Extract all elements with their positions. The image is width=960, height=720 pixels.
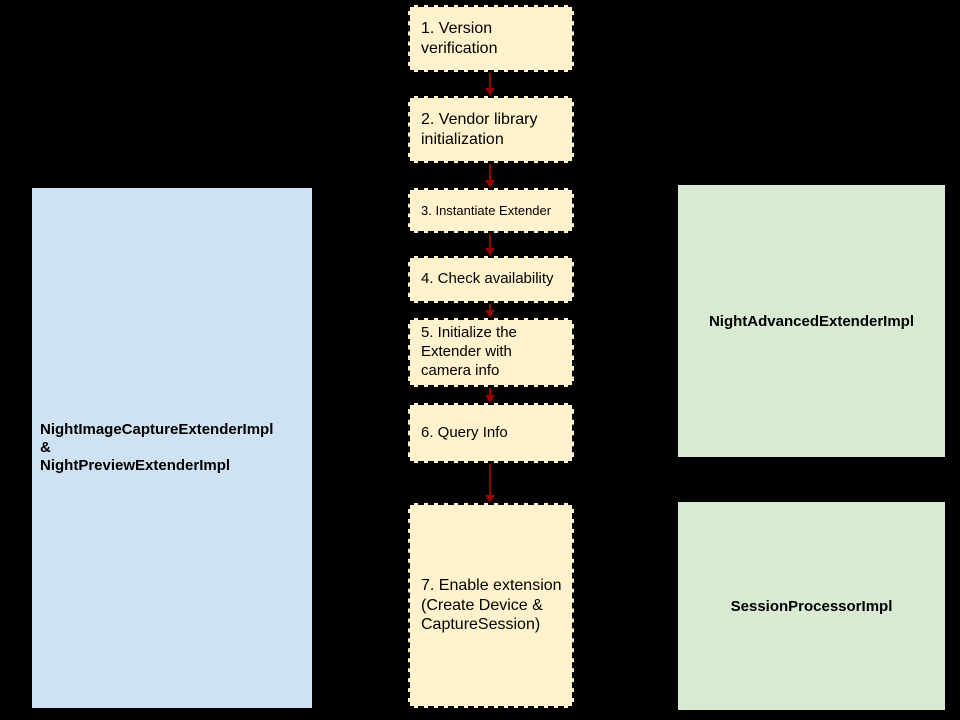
flow-arrow-3-4	[485, 234, 495, 256]
flow-arrow-1-2	[485, 73, 495, 96]
step-label: 1. Version verification	[421, 19, 498, 57]
step-label: 2. Vendor library initialization	[421, 110, 538, 148]
step-box-enable-extension: 7. Enable extension (Create Device & Cap…	[408, 503, 574, 708]
night-advanced-extender-label: NightAdvancedExtenderImpl	[708, 312, 915, 330]
step-box-vendor-library-initialization: 2. Vendor library initialization	[408, 96, 574, 163]
flow-arrow-5-6	[485, 388, 495, 403]
flow-arrow-2-3	[485, 164, 495, 188]
step-label: 3. Instantiate Extender	[421, 202, 552, 218]
step-label: 6. Query Info	[421, 423, 508, 441]
flow-arrow-4-5	[485, 304, 495, 318]
step-box-initialize-extender: 5. Initialize the Extender with camera i…	[408, 318, 574, 387]
step-box-instantiate-extender: 3. Instantiate Extender	[408, 188, 574, 233]
step-label: 7. Enable extension (Create Device & Cap…	[421, 577, 562, 634]
night-advanced-extender-box: NightAdvancedExtenderImpl	[678, 185, 945, 457]
session-processor-label: SessionProcessorImpl	[730, 597, 893, 615]
night-image-capture-extender-box: NightImageCaptureExtenderImpl & NightPre…	[32, 188, 312, 708]
flow-arrow-6-7	[485, 464, 495, 503]
step-box-version-verification: 1. Version verification	[408, 5, 574, 72]
night-image-capture-extender-label: NightImageCaptureExtenderImpl & NightPre…	[40, 421, 274, 474]
step-box-query-info: 6. Query Info	[408, 403, 574, 463]
session-processor-box: SessionProcessorImpl	[678, 502, 945, 710]
step-label: 4. Check availability	[421, 270, 554, 288]
step-box-check-availability: 4. Check availability	[408, 256, 574, 303]
step-label: 5. Initialize the Extender with camera i…	[421, 324, 517, 379]
